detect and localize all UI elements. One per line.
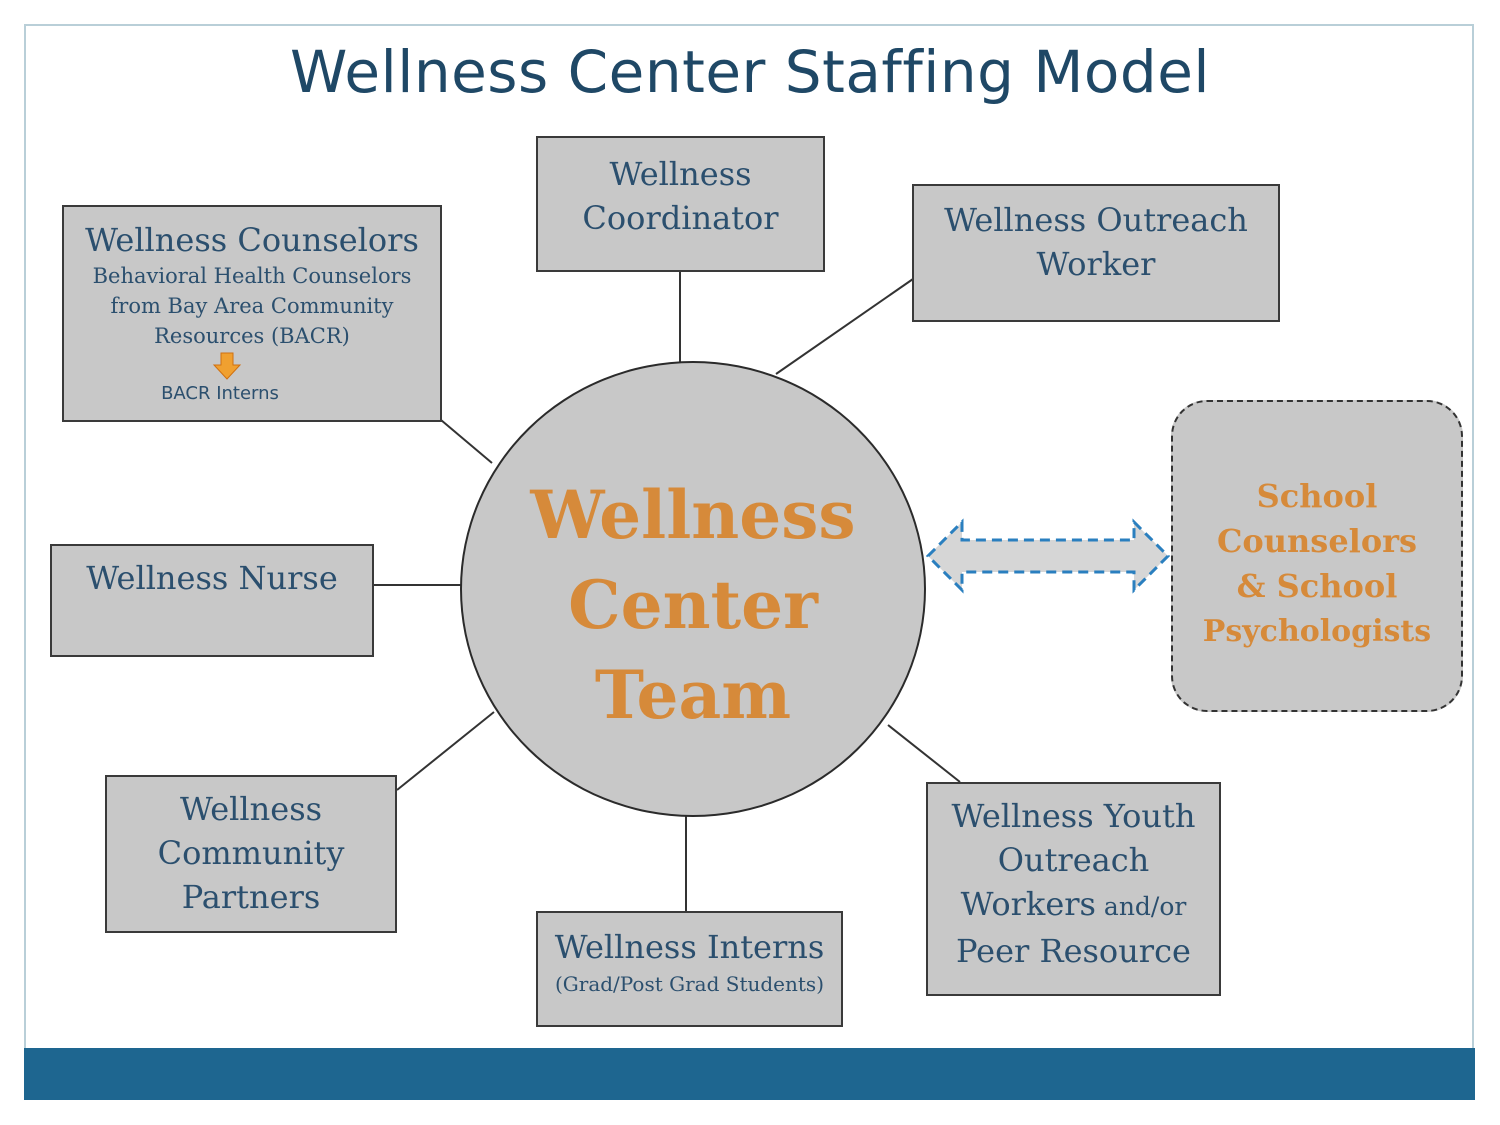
page-title: Wellness Center Staffing Model — [289, 38, 1211, 106]
link-outreach-worker — [775, 278, 914, 375]
nurse-title: Wellness Nurse — [86, 559, 338, 597]
team-line-2: Center — [568, 566, 818, 644]
school-staff-line-1: School — [1256, 477, 1378, 515]
link-youth-outreach — [887, 724, 961, 783]
team-line-1: Wellness — [530, 476, 856, 554]
community-partners-line-2: Community — [157, 834, 345, 872]
interns-sub: (Grad/Post Grad Students) — [554, 972, 824, 996]
outreach-worker-line-2: Worker — [1036, 245, 1156, 283]
youth-outreach-andor: and/or — [1095, 892, 1187, 921]
double-arrow-icon — [925, 518, 1171, 594]
link-community-partners — [396, 711, 495, 791]
counselors-sub-3: Resources (BACR) — [154, 324, 350, 348]
bacr-interns-label: BACR Interns — [161, 383, 279, 404]
wellness-center-team-circle — [460, 361, 926, 817]
school-staff-line-3: & School — [1236, 567, 1398, 605]
counselors-sub-2: from Bay Area Community — [110, 294, 394, 318]
outreach-worker-line-1: Wellness Outreach — [944, 201, 1248, 239]
youth-outreach-box: Wellness Youth Outreach Workers and/or P… — [926, 782, 1221, 996]
outreach-worker-box: Wellness Outreach Worker — [912, 184, 1280, 322]
youth-outreach-line-1: Wellness Youth — [951, 797, 1196, 835]
youth-outreach-line-2: Outreach — [997, 841, 1150, 879]
youth-outreach-line-3: Workers and/or — [928, 882, 1219, 929]
school-staff-line-2: Counselors — [1216, 522, 1418, 560]
nurse-box: Wellness Nurse — [50, 544, 374, 657]
counselors-title: Wellness Counselors — [85, 221, 419, 259]
school-staff-box: School Counselors & School Psychologists — [1171, 400, 1463, 712]
community-partners-box: Wellness Community Partners — [105, 775, 397, 933]
wellness-center-team-label: Wellness Center Team — [460, 470, 926, 740]
community-partners-line-3: Partners — [181, 878, 321, 916]
coordinator-line-1: Wellness — [609, 155, 752, 193]
down-arrow-icon — [212, 352, 242, 380]
community-partners-line-1: Wellness — [179, 790, 323, 828]
coordinator-box: Wellness Coordinator — [536, 136, 825, 272]
school-staff-line-4: Psychologists — [1202, 614, 1432, 649]
interns-title: Wellness Interns — [554, 928, 825, 966]
link-counselors — [440, 419, 493, 464]
youth-outreach-workers: Workers — [960, 885, 1096, 923]
footer-bar — [24, 1048, 1475, 1100]
team-line-3: Team — [594, 656, 792, 734]
interns-box: Wellness Interns (Grad/Post Grad Student… — [536, 911, 843, 1027]
youth-outreach-line-4: Peer Resource — [956, 932, 1191, 970]
counselors-sub-1: Behavioral Health Counselors — [92, 264, 412, 288]
counselors-box: Wellness Counselors Behavioral Health Co… — [62, 205, 442, 422]
coordinator-line-2: Coordinator — [582, 199, 779, 237]
